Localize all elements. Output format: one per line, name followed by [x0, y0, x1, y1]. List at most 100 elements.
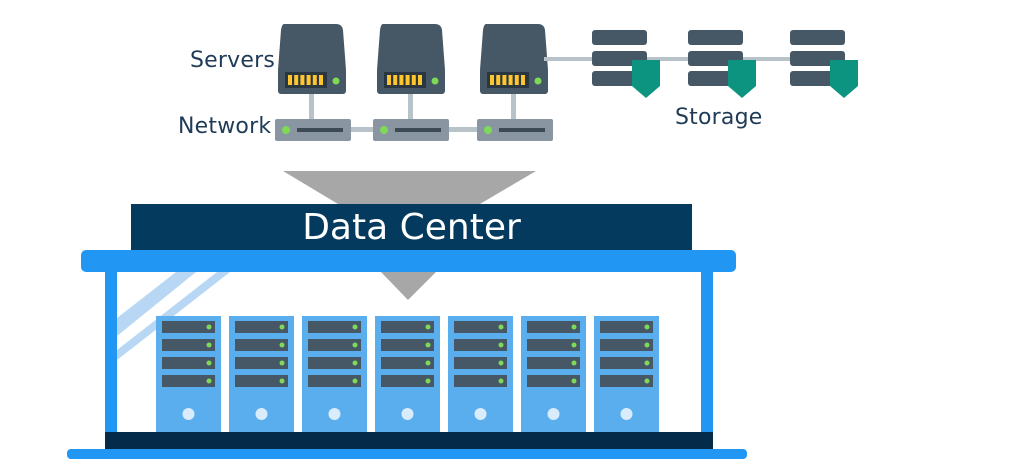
storage-shield — [830, 60, 858, 98]
switch-led — [282, 126, 290, 134]
server-connector — [511, 94, 516, 120]
rack-unit-led — [352, 342, 358, 348]
rack-power-button — [182, 408, 195, 420]
server-connector — [408, 94, 413, 120]
rack-unit — [162, 339, 215, 351]
rack-unit-led — [498, 360, 504, 366]
rack-unit — [600, 375, 653, 387]
network-switch-icon — [477, 119, 553, 141]
server-rack-icon — [594, 316, 659, 432]
rack-unit — [308, 339, 361, 351]
rack-unit-led — [352, 324, 358, 330]
server-rack-icon — [521, 316, 586, 432]
rack-unit — [162, 375, 215, 387]
rack-unit — [527, 339, 580, 351]
server-led — [332, 77, 340, 85]
rack-unit-led — [206, 342, 212, 348]
rack-power-button — [547, 408, 560, 420]
rack-unit — [527, 321, 580, 333]
rack-unit — [527, 375, 580, 387]
server-slot — [294, 75, 299, 85]
server-slot — [399, 75, 404, 85]
rack-unit — [308, 375, 361, 387]
servers-label: Servers — [190, 48, 276, 73]
server-slot — [288, 75, 292, 85]
rack-unit — [454, 339, 507, 351]
storage-disk — [688, 30, 743, 45]
storage-label: Storage — [675, 105, 763, 130]
rack-unit — [162, 357, 215, 369]
server-slot — [496, 75, 501, 85]
rack-unit-led — [425, 378, 431, 384]
rack-unit-led — [571, 324, 577, 330]
data-center-banner — [131, 204, 692, 250]
server-slot — [490, 75, 494, 85]
switch-link — [348, 127, 378, 132]
rack-unit — [235, 339, 288, 351]
server-slot — [393, 75, 398, 85]
storage-link — [544, 57, 594, 61]
rack-unit-led — [425, 342, 431, 348]
server-icon — [377, 24, 445, 94]
storage-link — [646, 57, 690, 61]
rack-unit-led — [206, 378, 212, 384]
server-icon — [480, 24, 548, 94]
rack-unit — [381, 375, 434, 387]
storage-shield — [632, 60, 660, 98]
server-led — [431, 77, 439, 85]
server-slot — [405, 75, 410, 85]
rack-unit — [381, 321, 434, 333]
server-slot — [521, 75, 525, 85]
rack-unit-led — [279, 324, 285, 330]
rack-unit — [235, 357, 288, 369]
rack-unit — [235, 321, 288, 333]
rack-power-button — [474, 408, 487, 420]
rack-unit — [381, 357, 434, 369]
network-label: Network — [178, 114, 272, 139]
building-roof — [81, 250, 736, 272]
server-slot — [319, 75, 323, 85]
server-icon — [278, 24, 346, 94]
rack-unit — [454, 321, 507, 333]
rack-unit — [308, 321, 361, 333]
server-slot — [300, 75, 305, 85]
rack-unit — [454, 357, 507, 369]
rack-unit-led — [206, 360, 212, 366]
rack-unit-led — [279, 342, 285, 348]
rack-unit-led — [644, 342, 650, 348]
server-slot — [387, 75, 391, 85]
storage-group — [544, 30, 858, 98]
rack-unit — [454, 375, 507, 387]
switch-port-bar — [395, 128, 441, 132]
rack-unit — [600, 321, 653, 333]
rack-unit — [162, 321, 215, 333]
servers-group — [278, 24, 548, 94]
rack-unit — [600, 357, 653, 369]
switch-port-bar — [499, 128, 545, 132]
funnel-tip — [381, 272, 436, 300]
server-rack-icon — [156, 316, 221, 432]
rack-unit — [308, 357, 361, 369]
rack-unit-led — [644, 360, 650, 366]
rack-unit — [600, 339, 653, 351]
server-slot — [514, 75, 519, 85]
server-top — [278, 24, 346, 70]
rack-unit-led — [279, 378, 285, 384]
network-switches — [275, 119, 553, 141]
storage-shield — [728, 60, 756, 98]
server-slot — [411, 75, 416, 85]
storage-shield-icon — [592, 30, 660, 98]
funnel-shape — [283, 171, 536, 204]
server-slot — [312, 75, 317, 85]
rack-unit-led — [425, 360, 431, 366]
server-slot — [306, 75, 311, 85]
rack-unit-led — [352, 378, 358, 384]
rack-unit — [527, 357, 580, 369]
rack-unit-led — [498, 378, 504, 384]
rack-unit-led — [498, 342, 504, 348]
building-base — [67, 449, 747, 459]
storage-disk — [790, 30, 845, 45]
storage-disk — [592, 30, 647, 45]
server-rack-icon — [229, 316, 294, 432]
